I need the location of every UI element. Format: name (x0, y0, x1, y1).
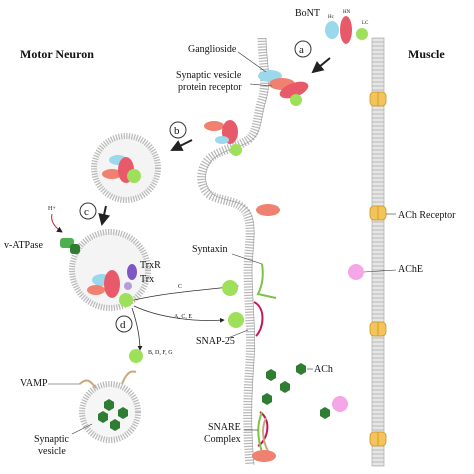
step-a-arrow (311, 57, 331, 74)
ache-enzyme (348, 264, 364, 280)
proton-label: H+ (48, 206, 56, 212)
step-c-label: c (84, 206, 89, 218)
lc-at-syntaxin (222, 280, 238, 296)
v-atpase (60, 238, 80, 254)
snare-complex (257, 411, 271, 455)
trx-label: Trx (140, 274, 154, 285)
ach-cleft-molecule (280, 381, 290, 393)
muscle-title: Muscle (408, 47, 445, 61)
arrow-to-snap25 (133, 305, 225, 323)
lc-label: LC (362, 21, 369, 26)
membrane-receptor-orange (256, 204, 280, 216)
synaptic-vesicle-leader (71, 423, 93, 435)
snap25-leader (227, 329, 249, 339)
serotype-vamp: B, D, F, G (148, 350, 173, 356)
snap25-protein (253, 301, 264, 337)
ach-receptor (369, 321, 387, 337)
ach-label: ACh (314, 364, 333, 375)
ach-receptor (369, 431, 387, 447)
hc-label: Hc (328, 15, 335, 20)
bound-toxin-complex (258, 70, 309, 106)
bont-toxin (325, 16, 368, 44)
snare-label-2: Complex (204, 434, 241, 445)
serotype-snap25: A, C, E (174, 314, 192, 320)
syntaxin-protein (256, 263, 277, 299)
ach-molecule (110, 419, 120, 431)
ach-cleft-molecule (266, 369, 276, 381)
snare-label-1: SNARE (208, 422, 241, 433)
synaptic-vesicle-label-2: vesicle (38, 446, 66, 457)
step-b-marker: b (169, 121, 187, 139)
snap25-label: SNAP-25 (196, 336, 235, 347)
muscle-membrane (371, 37, 385, 467)
ach-receptor (369, 205, 387, 221)
step-d-label: d (120, 319, 126, 331)
endocytic-vesicle (91, 133, 161, 203)
trx-protein (124, 282, 132, 290)
bont-label: BoNT (295, 8, 320, 19)
step-c-arrow (98, 205, 111, 226)
synaptic-vesicle (79, 379, 141, 443)
ach-cleft-molecule (320, 407, 330, 419)
step-b-label: b (174, 125, 180, 137)
arrow-to-vamp (131, 307, 143, 351)
ach-legend-icon (296, 363, 306, 375)
ach-receptor-label: ACh Receptor (398, 210, 456, 221)
lc-at-snap25 (228, 312, 244, 328)
ganglioside-leader (237, 51, 267, 73)
membrane-receptor-orange (252, 450, 276, 462)
ach-cleft-molecule (262, 393, 272, 405)
v-atpase-label: v-ATPase (4, 240, 43, 251)
ach-receptor (369, 91, 387, 107)
ach-molecule (118, 407, 128, 419)
hn-label: HN (343, 10, 351, 15)
vamp-label: VAMP (20, 378, 48, 389)
ache-enzyme (332, 396, 348, 412)
vamp-on-vesicle (79, 379, 97, 389)
syntaxin-label: Syntaxin (192, 244, 228, 255)
internalizing-complex (204, 120, 242, 156)
proton-arrow (51, 213, 63, 233)
motor-neuron-title: Motor Neuron (20, 47, 94, 61)
sv-receptor-leader (249, 83, 273, 87)
vamp-free-fragment (121, 370, 137, 385)
ach-molecule (104, 399, 114, 411)
step-a-marker: a (294, 40, 312, 58)
serotype-syntaxin: C (178, 284, 182, 290)
step-d-marker: d (115, 315, 133, 333)
presynaptic-membrane-outer (205, 37, 269, 466)
sv-receptor-label-1: Synaptic vesicle (176, 70, 242, 81)
trxr-label: TrxR (140, 260, 161, 271)
synaptic-vesicle-label-1: Synaptic (34, 434, 70, 445)
ache-leader (363, 269, 397, 273)
step-a-label: a (299, 44, 304, 56)
step-b-arrow (170, 139, 193, 151)
syntaxin-leader (231, 253, 263, 265)
lc-at-vamp (129, 349, 143, 363)
ganglioside-label: Ganglioside (188, 44, 237, 55)
sv-receptor-label-2: protein receptor (178, 82, 242, 93)
trxr-protein (127, 264, 137, 280)
ache-label: AChE (398, 264, 423, 275)
presynaptic-membrane (197, 37, 270, 466)
ach-molecule (98, 411, 108, 423)
light-chain-released (119, 293, 133, 307)
step-c-marker: c (79, 202, 97, 220)
